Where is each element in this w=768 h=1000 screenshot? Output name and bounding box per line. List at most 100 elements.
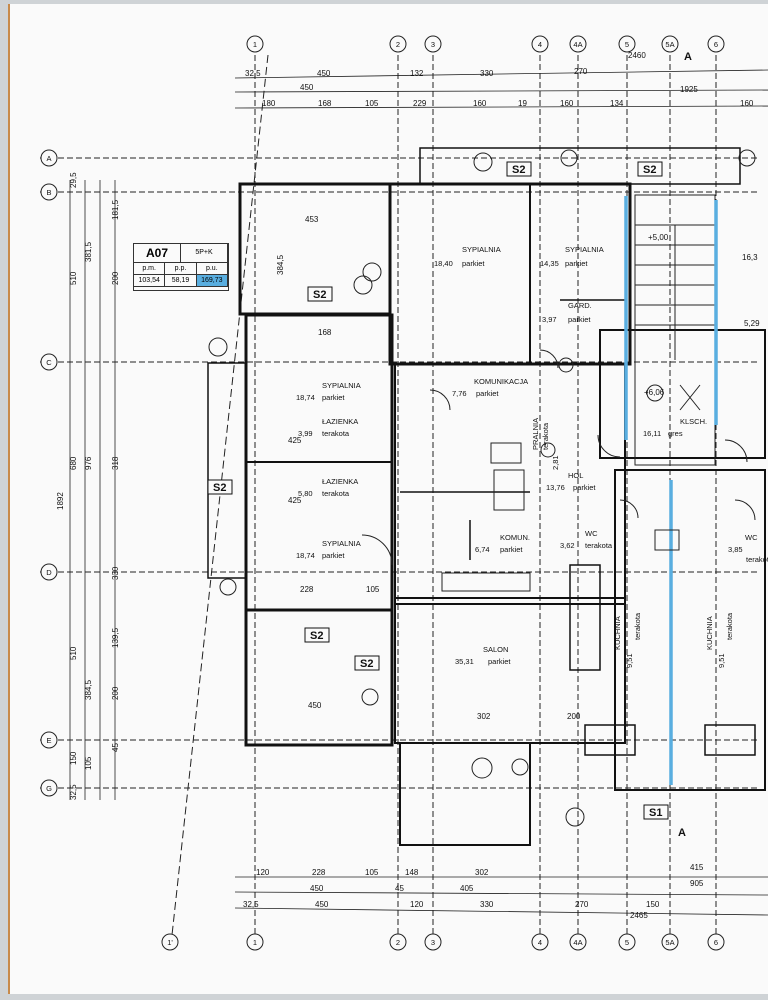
dim-label: 302	[477, 712, 491, 721]
dim-label: 105	[365, 99, 379, 108]
room-floor: terakota	[746, 555, 768, 564]
room-area: 3,85	[728, 545, 743, 554]
room-area: 9,51	[717, 653, 726, 668]
dim-label: 32,5	[243, 900, 259, 909]
room-floor: terakota	[633, 612, 642, 640]
room-name: KOMUN.	[500, 533, 530, 542]
unit-type: 5P+K	[181, 244, 228, 263]
unit-value-pu: 169,73	[196, 275, 228, 287]
dim-label: 330	[480, 900, 494, 909]
dim-label: 139,5	[111, 627, 120, 648]
dim-label: 270	[574, 67, 588, 76]
axis-tag-bottom-1: 1	[253, 938, 257, 947]
dim-label: 450	[310, 884, 324, 893]
dim-label: 330	[480, 69, 494, 78]
axis-tag-top-4A: 4A	[573, 40, 582, 49]
axis-line-1prime	[171, 54, 269, 936]
dim-label: 105	[365, 868, 379, 877]
dim-label: 510	[69, 271, 78, 285]
bottom-axis-markers: 1' 1 2 3 4 4A 5 5A 6	[161, 933, 725, 951]
axis-tag-top-2: 2	[396, 40, 400, 49]
dimension-lines	[69, 69, 768, 916]
bottom-dimension-labels: 120 228 105 148 302 415 450 45 405 905 3…	[243, 863, 704, 920]
room-passage: KOMUN. 6,74 parkiet	[475, 533, 530, 554]
room-name: ŁAZIENKA	[322, 417, 358, 426]
axis-tag-top-1: 1	[253, 40, 257, 49]
dim-label: 381,5	[84, 241, 93, 262]
room-living: SALON 35,31 parkiet	[455, 645, 511, 666]
dim-label: 200	[111, 271, 120, 285]
room-floor: parkiet	[573, 483, 596, 492]
unit-header-pp: p.p.	[165, 263, 197, 275]
dim-label: 2460	[628, 51, 646, 60]
room-wc-2: WC 3,85 terakota	[728, 533, 768, 564]
axis-tag-left-C: C	[46, 358, 52, 367]
dim-label: 180	[262, 99, 276, 108]
stair-levels: +5,00 +6,06	[644, 233, 669, 397]
tag-s2: S2	[313, 289, 326, 301]
room-name: KUCHNIA	[613, 616, 622, 650]
dim-label: 270	[575, 900, 589, 909]
room-area: 18,74	[296, 551, 315, 560]
room-floor: terakota	[585, 541, 613, 550]
dim-label: 229	[413, 99, 427, 108]
room-hall: HOL 13,76 parkiet	[546, 471, 596, 492]
dim-label: 120	[410, 900, 424, 909]
room-bedroom-3: SYPIALNIA 18,74 parkiet	[296, 381, 361, 402]
dim-label: 905	[690, 879, 704, 888]
dim-label: 150	[69, 751, 78, 765]
axis-tag-top-4: 4	[538, 40, 542, 49]
room-area: 18,40	[434, 259, 453, 268]
axis-tag-bottom-1prime: 1'	[167, 938, 173, 947]
room-name: SALON	[483, 645, 508, 654]
axis-tag-bottom-6: 6	[714, 938, 718, 947]
room-laundry: PRALNIA 2,81 terakota	[531, 418, 560, 470]
dim-label: 105	[84, 756, 93, 770]
dim-label: 302	[475, 868, 489, 877]
top-dimension-labels: 32,5 450 132 330 270 2460 450 1925 180 1…	[245, 51, 754, 108]
door-swings	[361, 349, 756, 566]
room-staircase: KLSCH. 16,11 gres	[643, 417, 707, 438]
dim-label: 415	[690, 863, 704, 872]
room-area: 3,97	[542, 315, 557, 324]
unit-info-table: A07 5P+K p.m. p.p. p.u. 103,54 58,19 169…	[133, 243, 229, 291]
room-bedroom-4: SYPIALNIA 18,74 parkiet	[296, 539, 361, 560]
room-labels: SYPIALNIA 18,40 parkiet SYPIALNIA 14,35 …	[296, 245, 768, 668]
tag-s2: S2	[213, 482, 226, 494]
room-floor: terakota	[541, 422, 550, 450]
axis-tag-bottom-5: 5	[625, 938, 629, 947]
dim-label: 45	[111, 743, 120, 752]
dim-label: 150	[646, 900, 660, 909]
walls	[207, 147, 766, 846]
room-area: 13,76	[546, 483, 565, 492]
tag-s2: S2	[512, 164, 525, 176]
dim-label: 425	[288, 496, 302, 505]
dim-label: 120	[256, 868, 270, 877]
room-kitchen-2: KUCHNIA 9,51 terakota	[705, 612, 734, 668]
room-name: ŁAZIENKA	[322, 477, 358, 486]
room-floor: parkiet	[322, 551, 345, 560]
dim-label: 976	[84, 456, 93, 470]
dim-label: 680	[69, 456, 78, 470]
dim-label: 181,5	[111, 199, 120, 220]
room-name: SYPIALNIA	[462, 245, 501, 254]
room-floor: gres	[668, 429, 683, 438]
dim-label: 450	[317, 69, 331, 78]
dim-label: 405	[460, 884, 474, 893]
axis-tag-bottom-2: 2	[396, 938, 400, 947]
unit-header-pm: p.m.	[134, 263, 166, 275]
room-name: PRALNIA	[531, 418, 540, 450]
dim-label: 1892	[56, 492, 65, 510]
highlight-shafts	[624, 196, 718, 785]
dim-label: 228	[300, 585, 314, 594]
axis-tag-top-3: 3	[431, 40, 435, 49]
room-name: KOMUNIKACJA	[474, 377, 528, 386]
dim-label: 330	[111, 566, 120, 580]
room-name: KLSCH.	[680, 417, 707, 426]
tag-s2: S2	[310, 630, 323, 642]
room-corridor: KOMUNIKACJA 7,76 parkiet	[452, 377, 528, 398]
room-name: SYPIALNIA	[565, 245, 604, 254]
room-floor: terakota	[725, 612, 734, 640]
room-bathroom-2: ŁAZIENKA 5,80 terakota	[298, 477, 358, 498]
